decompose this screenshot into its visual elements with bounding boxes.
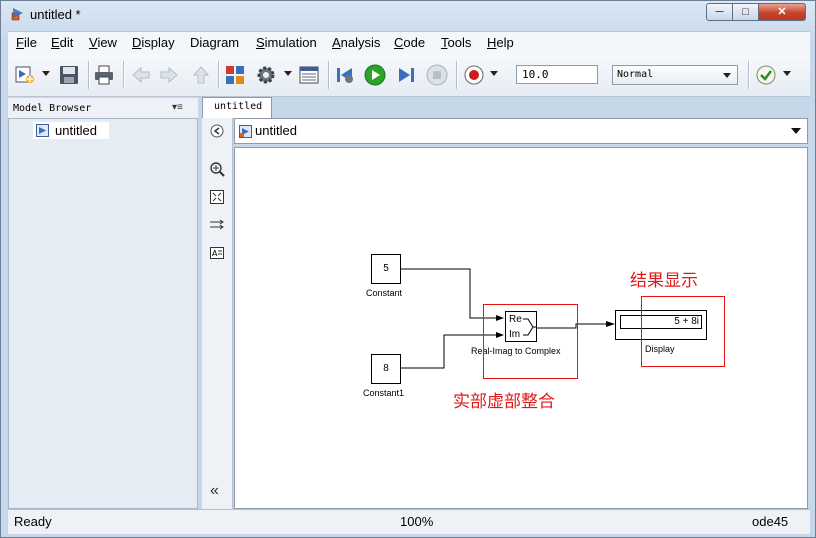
simulation-mode-value: Normal	[617, 69, 654, 80]
menu-display[interactable]: Display	[132, 35, 175, 50]
check-icon[interactable]	[755, 64, 777, 86]
fit-to-view-icon[interactable]	[209, 189, 225, 205]
signal-lines	[401, 268, 615, 369]
model-path: untitled	[255, 123, 297, 138]
tab-untitled[interactable]: untitled	[202, 97, 272, 118]
menu-code[interactable]: Code	[394, 35, 426, 50]
library-browser-icon[interactable]	[224, 64, 246, 86]
constant-block[interactable]: 5	[371, 254, 401, 284]
zoom-icon[interactable]	[209, 161, 225, 177]
collapse-palette-icon[interactable]: «	[210, 482, 219, 499]
toolbar: 10.0 Normal	[8, 54, 810, 97]
stop-time-input[interactable]: 10.0	[516, 65, 598, 84]
real-imag-to-complex-label: Real-Imag to Complex	[471, 346, 561, 356]
tab-label: untitled	[214, 101, 263, 112]
constant-block-label: Constant	[366, 288, 403, 298]
port-im-label: Im	[509, 329, 521, 340]
model-explorer-icon[interactable]	[298, 64, 320, 86]
menu-file[interactable]: File	[16, 35, 37, 50]
port-re-label: Re	[509, 314, 522, 325]
print-icon[interactable]	[93, 64, 115, 86]
simulation-mode-select[interactable]: Normal	[612, 65, 738, 85]
up-icon[interactable]	[190, 64, 212, 86]
new-model-icon[interactable]	[14, 64, 36, 86]
signal-lines-icon[interactable]	[209, 217, 225, 233]
menu-help[interactable]: Help	[487, 35, 514, 50]
palette-bar: A «	[202, 118, 233, 509]
annotation-result-display: 结果显示	[630, 271, 698, 291]
annotation-box-result	[641, 296, 725, 367]
svg-text:A: A	[212, 249, 218, 258]
status-text: Ready	[14, 514, 52, 529]
record-icon[interactable]	[463, 64, 485, 86]
annotation-icon[interactable]: A	[209, 245, 225, 261]
display-block[interactable]: 5 + 8i	[615, 310, 707, 340]
annotation-box-merge	[483, 304, 578, 379]
menu-edit[interactable]: Edit	[51, 35, 74, 50]
simulink-model-icon	[239, 125, 252, 138]
maximize-button[interactable]: □	[732, 3, 759, 21]
model-address-bar[interactable]: untitled	[234, 118, 808, 144]
step-back-icon[interactable]	[334, 64, 356, 86]
solver-name[interactable]: ode45	[752, 514, 789, 529]
menu-analysis[interactable]: Analysis	[332, 35, 381, 50]
display-block-label: Display	[645, 344, 675, 354]
step-forward-icon[interactable]	[395, 64, 417, 86]
chevron-down-icon	[723, 73, 731, 78]
check-dropdown[interactable]	[783, 71, 791, 76]
window-title: untitled *	[30, 7, 81, 22]
new-model-dropdown[interactable]	[42, 71, 50, 76]
menu-view[interactable]: View	[89, 35, 117, 50]
diagram-canvas[interactable]: 5 Constant 8 Constant1 Re Im Real-Imag t…	[234, 147, 808, 509]
close-button[interactable]: ✕	[758, 3, 806, 21]
model-browser-tree: untitled	[8, 118, 198, 509]
zoom-level: 100%	[400, 514, 434, 529]
menu-diagram[interactable]: Diagram	[190, 35, 240, 50]
status-bar: Ready 100% ode45	[8, 509, 810, 534]
display-value: 5 + 8i	[620, 315, 702, 329]
merge-symbol-icon	[523, 318, 536, 336]
constant1-block-label: Constant1	[363, 388, 405, 398]
model-settings-dropdown[interactable]	[284, 71, 292, 76]
model-browser-menu-icon[interactable]: ▾≡	[172, 102, 183, 113]
model-browser-item-label: untitled	[55, 123, 97, 138]
simulink-model-icon	[36, 124, 49, 137]
title-bar: untitled * ─ □ ✕	[1, 1, 816, 29]
window-controls: ─ □ ✕	[706, 3, 810, 21]
run-icon[interactable]	[364, 64, 386, 86]
menu-bar: File Edit View Display Diagram Simulatio…	[8, 31, 810, 54]
model-browser-item-untitled[interactable]: untitled	[33, 122, 109, 139]
stop-icon[interactable]	[426, 64, 448, 86]
model-browser-header: Model Browser ▾≡	[8, 98, 198, 118]
menu-simulation[interactable]: Simulation	[256, 35, 317, 50]
annotation-real-imag-merge: 实部虚部整合	[453, 392, 555, 412]
save-icon[interactable]	[58, 64, 80, 86]
back-icon[interactable]	[130, 64, 152, 86]
forward-icon[interactable]	[158, 64, 180, 86]
constant-value: 5	[383, 263, 389, 274]
minimize-button[interactable]: ─	[706, 3, 733, 21]
constant1-block[interactable]: 8	[371, 354, 401, 384]
hide-browser-icon[interactable]	[209, 123, 225, 139]
real-imag-to-complex-block[interactable]: Re Im	[505, 311, 537, 342]
constant1-value: 8	[383, 363, 389, 374]
menu-tools[interactable]: Tools	[441, 35, 472, 50]
model-browser-title: Model Browser	[13, 103, 92, 114]
record-dropdown[interactable]	[490, 71, 498, 76]
chevron-down-icon[interactable]	[791, 128, 801, 134]
model-settings-icon[interactable]	[255, 64, 277, 86]
simulink-model-icon	[11, 8, 23, 21]
